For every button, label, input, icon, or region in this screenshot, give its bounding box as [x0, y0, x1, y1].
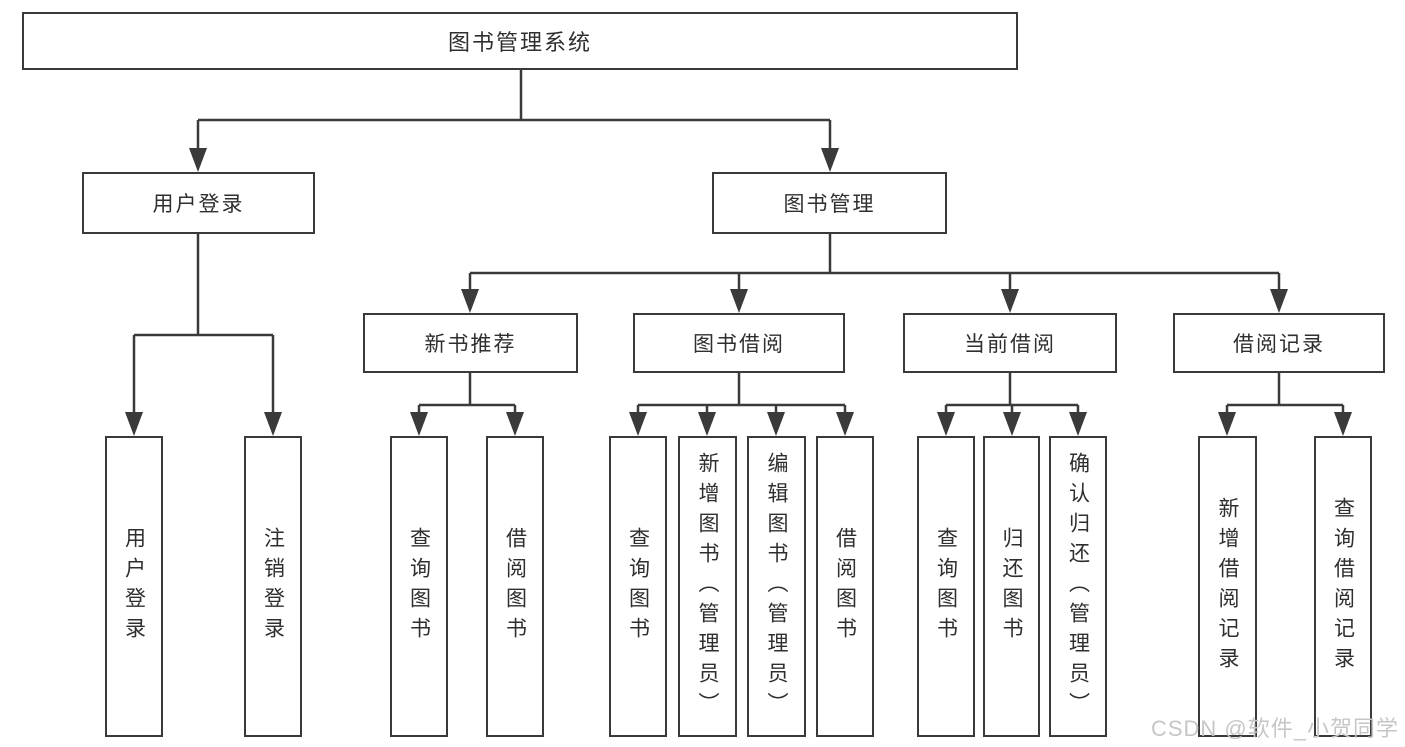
book-borrow-connector — [629, 373, 854, 436]
leaf-br-add-record: 新增借阅记录 — [1198, 436, 1257, 737]
node-root-label: 图书管理系统 — [447, 30, 592, 55]
user-login-connector — [125, 234, 282, 436]
leaf-bb-borrow-book: 借阅图书 — [816, 436, 874, 737]
leaf-bb-edit-book-admin: 编辑图书（管理员） — [747, 436, 806, 737]
leaf-user-login: 用户登录 — [105, 436, 163, 737]
leaf-label: 借阅图书 — [503, 526, 527, 647]
leaf-nb-query-book: 查询图书 — [390, 436, 448, 737]
leaf-br-query-record: 查询借阅记录 — [1314, 436, 1372, 737]
root-connector — [189, 70, 839, 172]
leaf-label: 注销登录 — [261, 526, 285, 647]
leaf-label: 归还图书 — [1000, 526, 1023, 647]
leaf-label: 查询图书 — [407, 526, 431, 647]
node-label: 图书管理 — [783, 193, 876, 216]
borrow-record-connector — [1218, 373, 1352, 436]
leaf-label: 编辑图书（管理员） — [765, 451, 788, 722]
node-current-borrow: 当前借阅 — [903, 313, 1117, 373]
node-root: 图书管理系统 — [22, 12, 1018, 70]
leaf-label: 借阅图书 — [833, 526, 857, 647]
leaf-cb-query-book: 查询图书 — [917, 436, 975, 737]
node-label: 借阅记录 — [1233, 333, 1325, 356]
node-label: 新书推荐 — [424, 333, 517, 356]
leaf-label: 新增图书（管理员） — [696, 451, 719, 722]
node-label: 图书借阅 — [693, 333, 785, 356]
leaf-cb-return-book: 归还图书 — [983, 436, 1040, 737]
leaf-cb-confirm-return-admin: 确认归还（管理员） — [1049, 436, 1107, 737]
node-book-borrow: 图书借阅 — [633, 313, 845, 373]
watermark: CSDN @软件_小贺同学 — [1150, 716, 1399, 741]
leaf-label: 确认归还（管理员） — [1066, 451, 1090, 722]
leaf-label: 新增借阅记录 — [1216, 496, 1239, 677]
node-label: 用户登录 — [152, 193, 245, 216]
current-borrow-connector — [937, 373, 1087, 436]
leaf-label: 查询借阅记录 — [1331, 496, 1355, 677]
new-book-connector — [410, 373, 524, 436]
node-new-book-recommend: 新书推荐 — [363, 313, 578, 373]
leaf-nb-borrow-book: 借阅图书 — [486, 436, 544, 737]
leaf-label: 查询图书 — [934, 526, 958, 647]
leaf-label: 查询图书 — [626, 526, 650, 647]
leaf-bb-add-book-admin: 新增图书（管理员） — [678, 436, 737, 737]
leaf-label: 用户登录 — [122, 526, 146, 647]
leaf-bb-query-book: 查询图书 — [609, 436, 667, 737]
book-management-connector — [461, 234, 1288, 313]
node-book-management: 图书管理 — [712, 172, 947, 234]
node-borrow-record: 借阅记录 — [1173, 313, 1385, 373]
node-label: 当前借阅 — [964, 333, 1056, 356]
leaf-logout: 注销登录 — [244, 436, 302, 737]
node-user-login: 用户登录 — [82, 172, 315, 234]
